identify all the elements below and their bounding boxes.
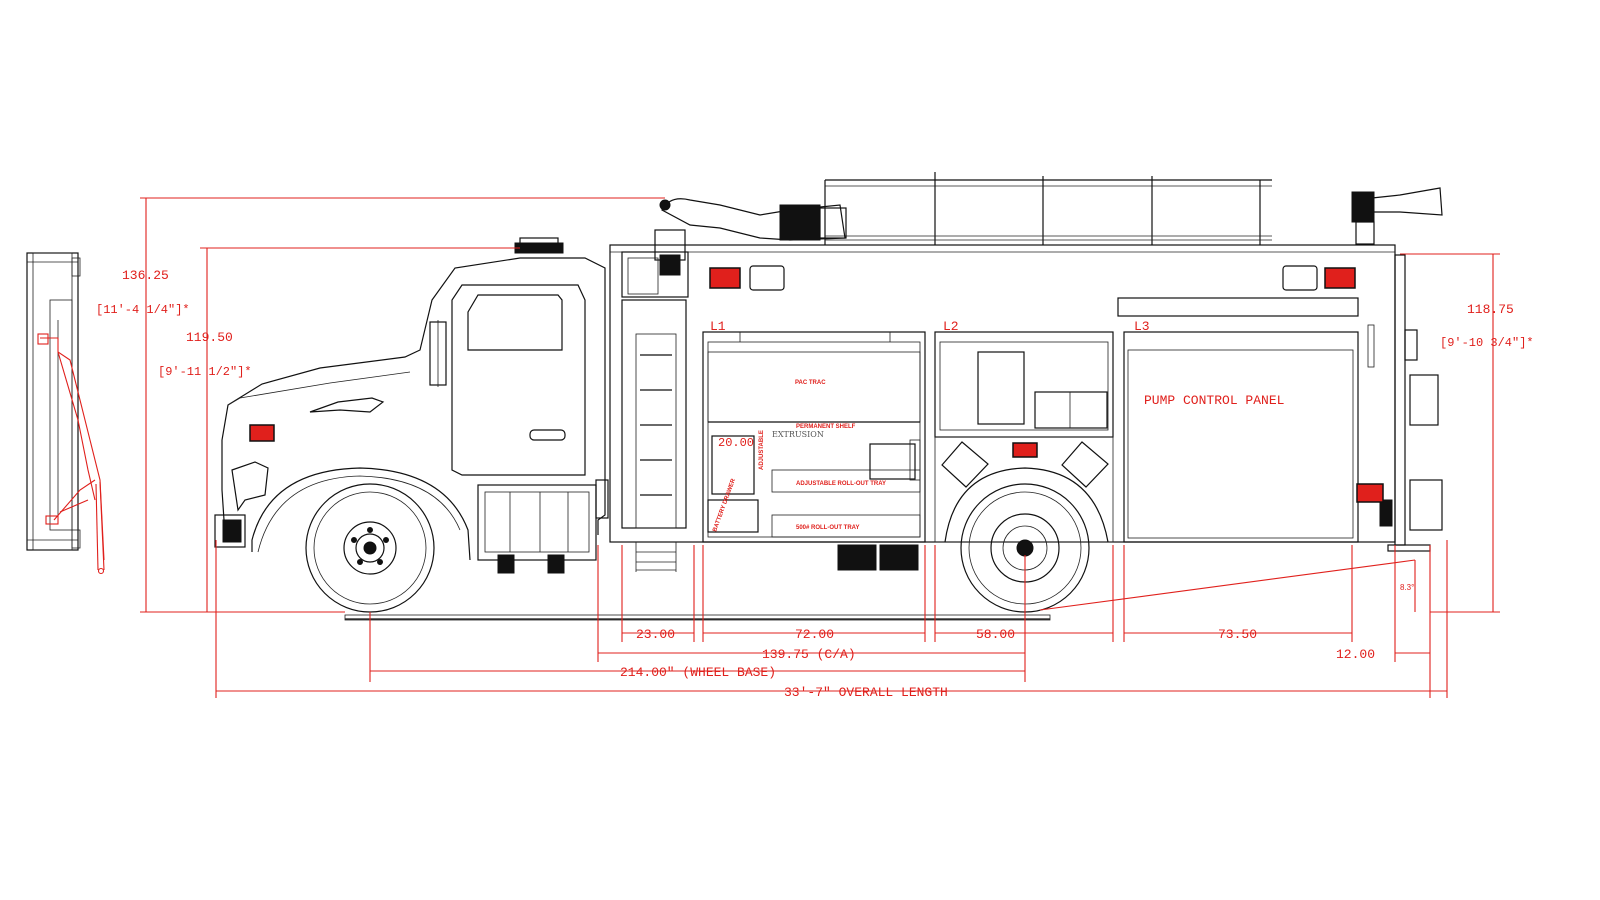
adjustable-tray-label: ADJUSTABLE ROLL-OUT TRAY — [796, 481, 886, 487]
label-l2: L2 — [943, 319, 959, 334]
extrusion-label: EXTRUSION — [772, 430, 824, 439]
dimension-labels: 136.25 [11'-4 1/4"]* 119.50 [9'-11 1/2"]… — [96, 268, 1534, 700]
body-height-value: 119.50 — [186, 330, 233, 345]
deck-gun — [654, 198, 847, 276]
rear-overhang-value: 12.00 — [1336, 647, 1375, 662]
compartment-l3 — [1117, 297, 1375, 543]
l3-width-value: 73.50 — [1218, 627, 1257, 642]
dimension-lines — [140, 197, 1500, 698]
adjustable-shelf-label: ADJUSTABLE — [759, 430, 765, 470]
rear-height-value: 118.75 — [1467, 302, 1514, 317]
compartment-labels: L1 L2 L3 PUMP CONTROL PANEL PAC TRAC PER… — [710, 319, 1284, 533]
rear-fittings — [1356, 254, 1443, 552]
wheel-base-value: 214.00" (WHEEL BASE) — [620, 665, 776, 680]
permanent-shelf-label: PERMANENT SHELF — [796, 424, 856, 430]
label-l3: L3 — [1134, 319, 1150, 334]
cab-to-axle-value: 139.75 (C/A) — [762, 647, 856, 662]
shelf-dimension-label: 20.00 — [718, 436, 754, 450]
rear-monitor — [1351, 187, 1443, 245]
departure-angle-value: 8.3° — [1400, 583, 1414, 592]
ladder-rack-detail — [26, 252, 105, 575]
battery-drawer-label: BATTERY DRAWER — [712, 477, 737, 532]
label-l1: L1 — [710, 319, 726, 334]
pump-panel-label: PUMP CONTROL PANEL — [1144, 393, 1284, 408]
hose-bed-railing — [824, 172, 1272, 245]
overall-height-value: 136.25 — [122, 268, 169, 283]
overall-length-value: 33'-7" OVERALL LENGTH — [784, 685, 948, 700]
compartment-l1 — [702, 331, 926, 543]
rear-height-feet: [9'-10 3/4"]* — [1440, 336, 1534, 350]
pac-trac-label: PAC TRAC — [795, 380, 826, 386]
compartment-l2 — [837, 331, 1114, 613]
overall-height-feet: [11'-4 1/4"]* — [96, 303, 190, 317]
rollout-tray-label: 500# ROLL-OUT TRAY — [796, 525, 859, 531]
apparatus-body — [609, 172, 1443, 613]
l2-width-value: 58.00 — [976, 627, 1015, 642]
body-height-feet: [9'-11 1/2"]* — [158, 365, 252, 379]
l1-width-value: 72.00 — [795, 627, 834, 642]
ground-pad — [344, 614, 1051, 621]
ladder-compartment — [621, 299, 687, 572]
truck-cab — [214, 237, 609, 613]
ladder-width-value: 23.00 — [636, 627, 675, 642]
